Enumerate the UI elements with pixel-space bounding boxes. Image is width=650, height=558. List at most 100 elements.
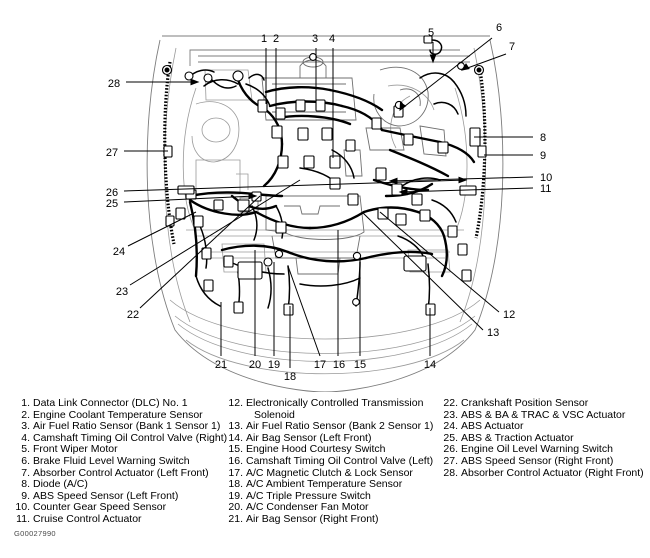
legend-item-number: 9. <box>21 489 30 502</box>
legend-item-number: 27. <box>443 454 458 467</box>
legend-item: 14.Air Bag Sensor (Left Front) <box>228 431 443 445</box>
legend-item-label: A/C Ambient Temperature Sensor <box>246 478 403 491</box>
legend-item: 27.ABS Speed Sensor (Right Front) <box>443 454 650 468</box>
callout-25: 25 <box>106 198 118 210</box>
callout-26: 26 <box>106 187 118 199</box>
legend-item-number: 21. <box>228 512 243 525</box>
legend-item: 22.Crankshaft Position Sensor <box>443 397 650 410</box>
legend-item-label: ABS Speed Sensor (Left Front) <box>33 489 179 502</box>
legend-item-label: Camshaft Timing Oil Control Valve (Right… <box>33 431 228 444</box>
legend-item-number: 3. <box>21 420 30 433</box>
callout-7: 7 <box>509 41 515 53</box>
legend-item: 12.Electronically Controlled Transmissio… <box>228 397 443 410</box>
legend-item-label: Air Fuel Ratio Sensor (Bank 2 Sensor 1) <box>246 420 434 433</box>
legend-item: 11.Cruise Control Actuator <box>14 512 228 526</box>
legend-item: 5.Front Wiper Motor <box>14 444 228 456</box>
legend-item-label: Cruise Control Actuator <box>33 512 142 525</box>
callout-23: 23 <box>116 286 128 298</box>
legend-item: 9.ABS Speed Sensor (Left Front) <box>14 489 228 503</box>
callout-15: 15 <box>354 359 366 371</box>
legend-item: 16.Camshaft Timing Oil Control Valve (Le… <box>228 454 443 468</box>
callout-22: 22 <box>127 309 139 321</box>
legend-item-number: 24. <box>443 420 458 433</box>
legend-item-label: Engine Oil Level Warning Switch <box>461 443 613 456</box>
callout-27: 27 <box>106 147 118 159</box>
legend-item: 23.ABS & BA & TRAC & VSC Actuator <box>443 408 650 422</box>
legend-item-number: 15. <box>228 443 243 456</box>
legend-item-number: 26. <box>443 443 458 456</box>
callout-9: 9 <box>540 150 546 162</box>
legend-item-number: 17. <box>228 466 243 479</box>
wiring-harness <box>163 61 487 311</box>
legend-item-number: 25. <box>443 431 458 444</box>
legend-item: 1.Data Link Connector (DLC) No. 1 <box>14 397 228 410</box>
legend-item: 21.Air Bag Sensor (Right Front) <box>228 512 443 526</box>
figure-id-watermark: G00027990 <box>14 529 56 538</box>
legend-item-label: ABS & BA & TRAC & VSC Actuator <box>461 408 626 421</box>
legend-item-label: ABS Actuator <box>461 420 524 433</box>
callout-10: 10 <box>540 172 552 184</box>
callout-6: 6 <box>496 22 502 34</box>
callout-5: 5 <box>428 27 434 39</box>
legend-item-label: Air Bag Sensor (Right Front) <box>246 512 379 525</box>
callout-18: 18 <box>284 371 296 383</box>
legend-item: 6.Brake Fluid Level Warning Switch <box>14 455 228 468</box>
callout-16: 16 <box>333 359 345 371</box>
legend-item-number: 12. <box>228 397 243 409</box>
legend-item-label: A/C Magnetic Clutch & Lock Sensor <box>246 466 413 479</box>
callout-17: 17 <box>314 359 326 371</box>
legend-item: 28.Absorber Control Actuator (Right Fron… <box>443 466 650 480</box>
callout-2: 2 <box>273 33 279 45</box>
callout-13: 13 <box>487 327 499 339</box>
legend-item-label: Diode (A/C) <box>33 478 88 491</box>
legend-item-number: 10. <box>15 501 30 514</box>
legend-item-number: 28. <box>443 466 458 479</box>
legend-item-number: 18. <box>228 478 243 491</box>
legend-item-label: A/C Triple Pressure Switch <box>246 489 371 502</box>
legend-item: 24.ABS Actuator <box>443 421 650 433</box>
legend-item: 18.A/C Ambient Temperature Sensor <box>228 479 443 491</box>
callout-3: 3 <box>312 33 318 45</box>
legend-item-number: 23. <box>443 408 458 421</box>
legend-item-number: 16. <box>228 454 243 467</box>
legend-item-label: Counter Gear Speed Sensor <box>33 501 167 514</box>
callout-24: 24 <box>113 246 125 258</box>
callout-28: 28 <box>108 78 120 90</box>
callout-4: 4 <box>329 33 335 45</box>
legend-item-number: 20. <box>228 501 243 514</box>
legend-item-number: 14. <box>228 431 243 444</box>
legend-item: 20.A/C Condenser Fan Motor <box>228 502 443 514</box>
legend-item-label: Absorber Control Actuator (Right Front) <box>461 466 644 479</box>
callout-8: 8 <box>540 132 546 144</box>
legend-item-number: 5. <box>21 443 30 456</box>
legend-item-label: Data Link Connector (DLC) No. 1 <box>33 397 188 409</box>
legend-item-label: A/C Condenser Fan Motor <box>246 501 369 514</box>
callout-1: 1 <box>261 33 267 45</box>
legend-item-label: Air Fuel Ratio Sensor (Bank 1 Sensor 1) <box>33 420 221 433</box>
legend-item-number: 22. <box>443 397 458 409</box>
callout-leader-lines <box>123 37 534 368</box>
legend-item-label: ABS & Traction Actuator <box>461 431 574 444</box>
callout-numbers: 1 2 3 4 5 6 7 8 9 10 11 12 13 14 15 16 1… <box>106 22 552 383</box>
legend-item-label: ABS Speed Sensor (Right Front) <box>461 454 614 467</box>
callout-12: 12 <box>503 309 515 321</box>
diagram-canvas: 1 2 3 4 5 6 7 8 9 10 11 12 13 14 15 16 1… <box>106 22 552 392</box>
legend-item-number: 7. <box>21 466 30 479</box>
legend-item: 3.Air Fuel Ratio Sensor (Bank 1 Sensor 1… <box>14 421 228 433</box>
legend-item: 25.ABS & Traction Actuator <box>443 431 650 445</box>
legend-item: 7.Absorber Control Actuator (Left Front) <box>14 466 228 480</box>
legend-item-number: 1. <box>21 397 30 409</box>
callout-14: 14 <box>424 359 436 371</box>
callout-11: 11 <box>540 183 551 195</box>
callout-19: 19 <box>268 359 280 371</box>
legend-item-label: Front Wiper Motor <box>33 443 118 456</box>
legend-item-label: Camshaft Timing Oil Control Valve (Left) <box>246 454 434 467</box>
legend-item-number: 13. <box>228 420 243 433</box>
callout-21: 21 <box>215 359 227 371</box>
legend-item-label: Absorber Control Actuator (Left Front) <box>33 466 209 479</box>
legend-item: 4.Camshaft Timing Oil Control Valve (Rig… <box>14 431 228 445</box>
